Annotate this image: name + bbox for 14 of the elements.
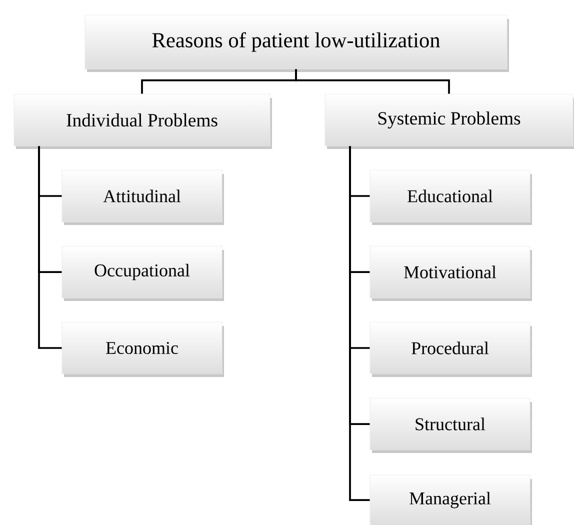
title-box: Reasons of patient low-utilization <box>84 14 509 72</box>
category-box: Individual Problems <box>14 94 272 149</box>
connector <box>295 69 450 94</box>
item-box: Structural <box>370 398 532 453</box>
item-box: Motivational <box>370 246 532 301</box>
item-box: Occupational <box>62 246 224 301</box>
item-box: Procedural <box>370 322 532 377</box>
item-box: Economic <box>62 322 224 377</box>
connector <box>38 146 62 349</box>
item-box: Educational <box>370 170 532 225</box>
connector <box>349 146 370 501</box>
item-box: Managerial <box>370 474 532 525</box>
category-box: Systemic Problems <box>324 94 574 149</box>
item-box: Attitudinal <box>62 170 224 225</box>
